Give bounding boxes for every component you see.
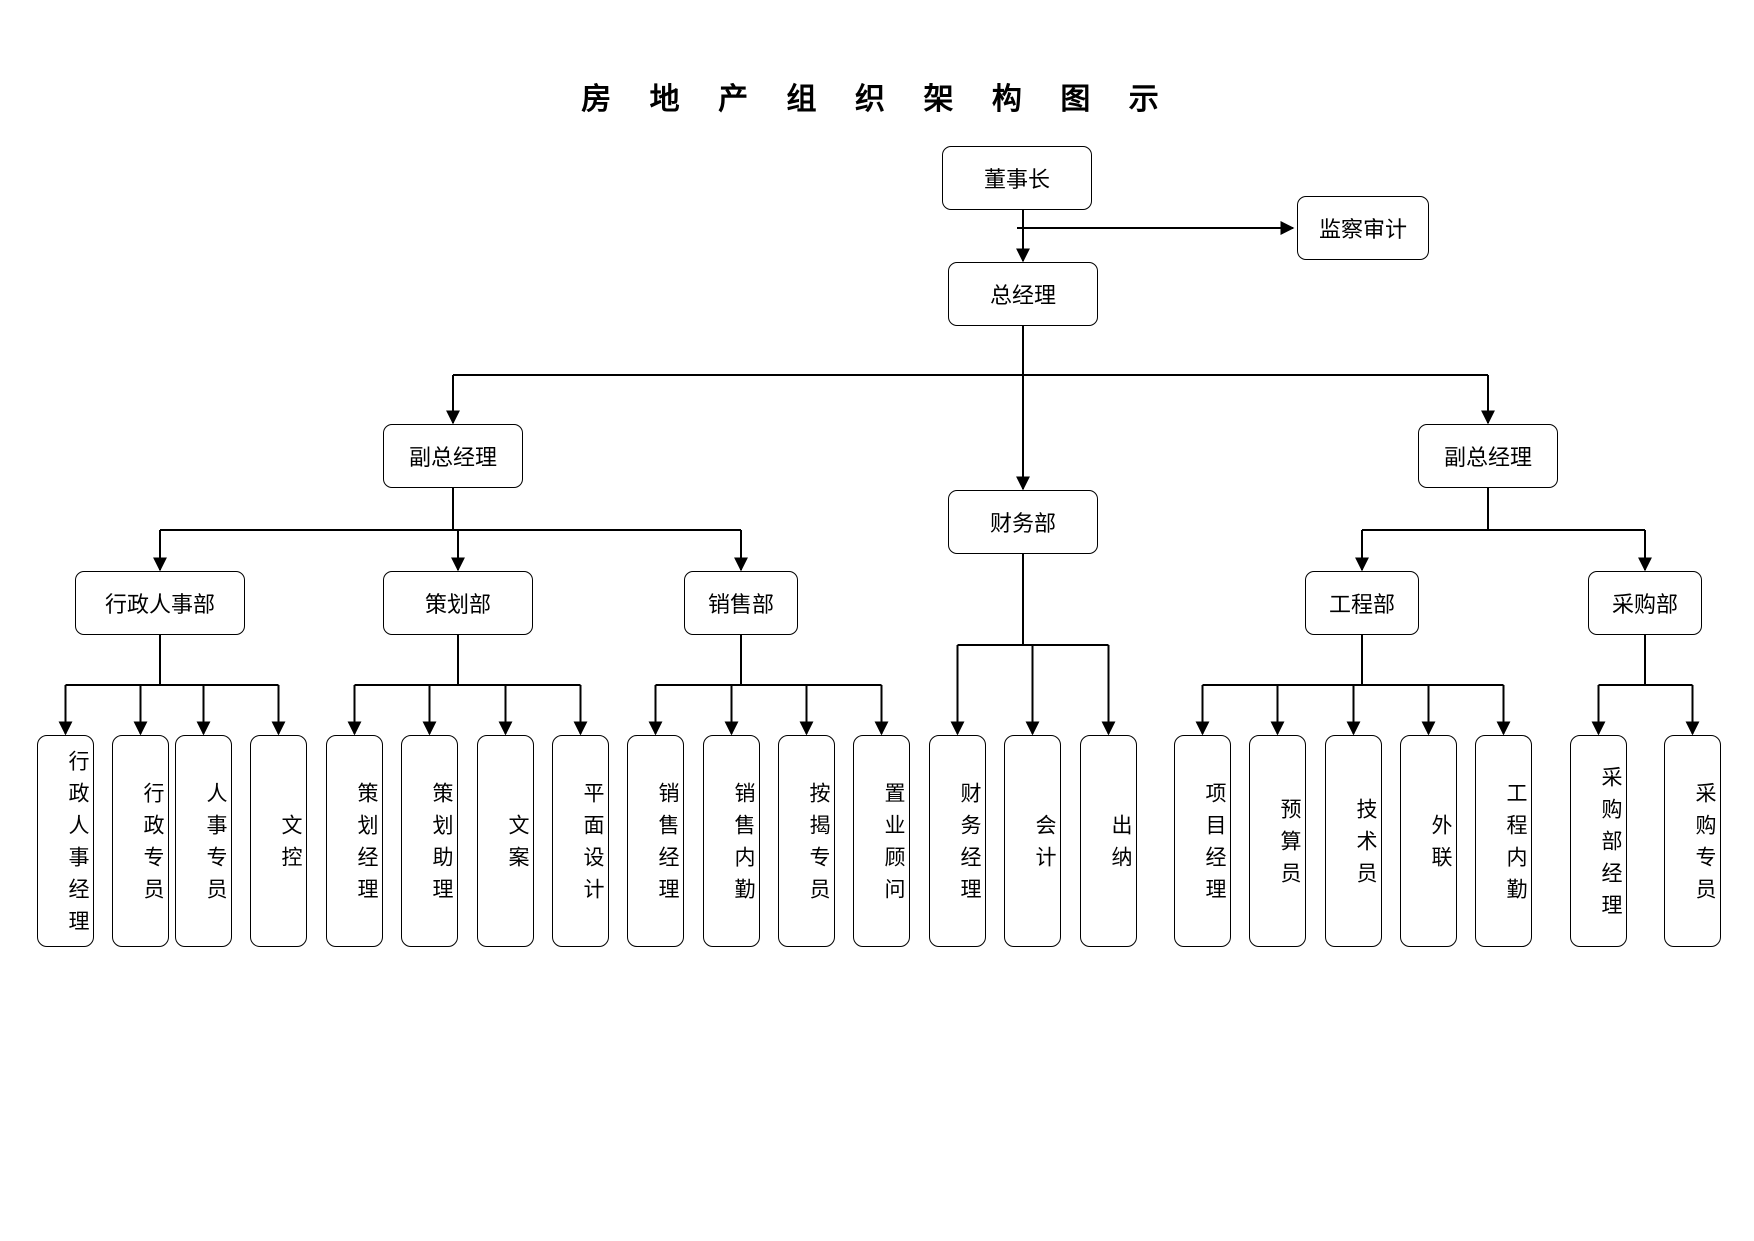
node-document-control: 文控 bbox=[250, 735, 307, 947]
node-external-liaison: 外联 bbox=[1400, 735, 1457, 947]
node-technician: 技术员 bbox=[1325, 735, 1382, 947]
node-purchasing-manager: 采购部经理 bbox=[1570, 735, 1627, 947]
node-finance-dept: 财务部 bbox=[948, 490, 1098, 554]
chart-title: 房 地 产 组 织 架 构 图 示 bbox=[581, 82, 1173, 117]
node-cashier: 出纳 bbox=[1080, 735, 1137, 947]
node-sales-dept: 销售部 bbox=[684, 571, 798, 635]
node-property-consultant: 置业顾问 bbox=[853, 735, 910, 947]
node-admin-hr-dept: 行政人事部 bbox=[75, 571, 245, 635]
node-general-manager: 总经理 bbox=[948, 262, 1098, 326]
node-mortgage-specialist: 按揭专员 bbox=[778, 735, 835, 947]
node-purchasing-specialist: 采购专员 bbox=[1664, 735, 1721, 947]
node-project-manager: 项目经理 bbox=[1174, 735, 1231, 947]
node-planning-manager: 策划经理 bbox=[326, 735, 383, 947]
node-budget-staff: 预算员 bbox=[1249, 735, 1306, 947]
node-admin-specialist: 行政专员 bbox=[112, 735, 169, 947]
node-audit: 监察审计 bbox=[1297, 196, 1429, 260]
node-engineering-admin: 工程内勤 bbox=[1475, 735, 1532, 947]
node-graphic-design: 平面设计 bbox=[552, 735, 609, 947]
node-engineering-dept: 工程部 bbox=[1305, 571, 1419, 635]
node-hr-specialist: 人事专员 bbox=[175, 735, 232, 947]
node-sales-admin: 销售内勤 bbox=[703, 735, 760, 947]
node-vice-president-left: 副总经理 bbox=[383, 424, 523, 488]
node-chairman: 董事长 bbox=[942, 146, 1092, 210]
node-purchasing-dept: 采购部 bbox=[1588, 571, 1702, 635]
node-admin-hr-manager: 行政人事经理 bbox=[37, 735, 94, 947]
node-planning-dept: 策划部 bbox=[383, 571, 533, 635]
node-accounting: 会计 bbox=[1004, 735, 1061, 947]
node-planning-assistant: 策划助理 bbox=[401, 735, 458, 947]
node-finance-manager: 财务经理 bbox=[929, 735, 986, 947]
node-copywriting: 文案 bbox=[477, 735, 534, 947]
node-vice-president-right: 副总经理 bbox=[1418, 424, 1558, 488]
node-sales-manager: 销售经理 bbox=[627, 735, 684, 947]
